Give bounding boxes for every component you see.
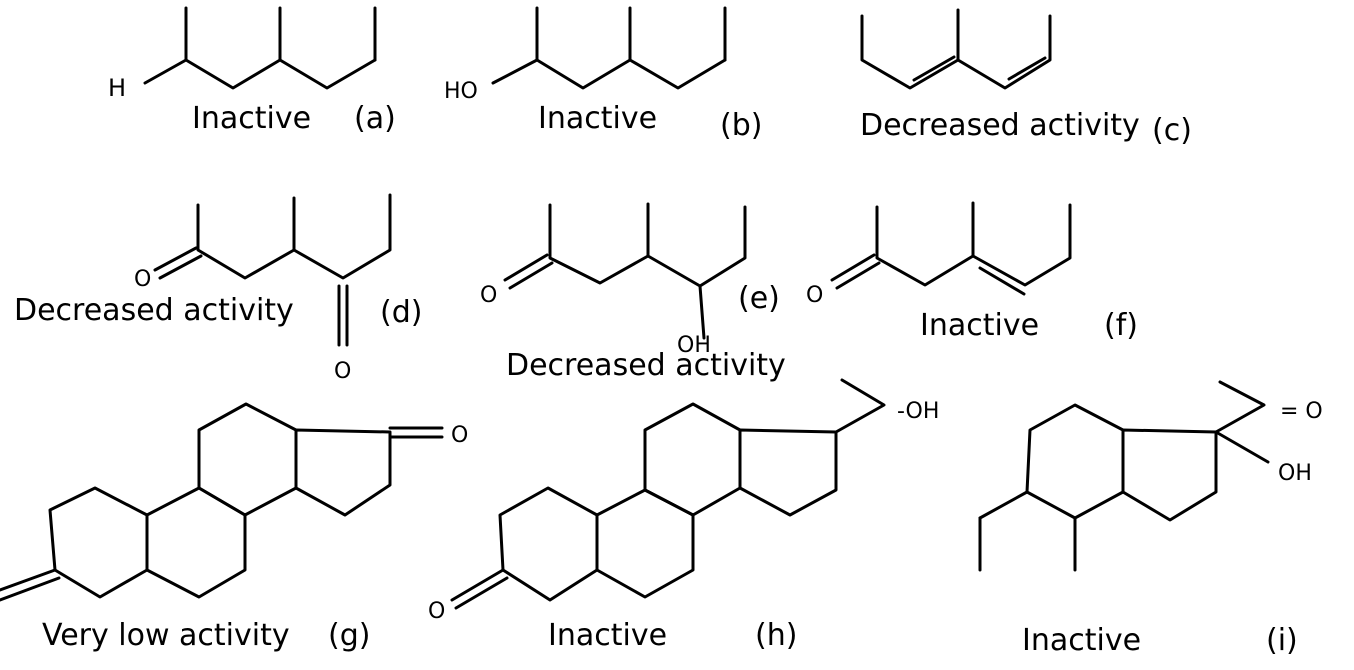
tag-f: (f) [1104, 308, 1138, 343]
double-bond-c1 [912, 55, 956, 82]
carbonyl-h1 [450, 568, 505, 602]
tag-i: (i) [1266, 623, 1298, 658]
ring-i2 [1121, 428, 1218, 522]
ring-h3 [643, 402, 742, 517]
caption-g: Very low activity [42, 618, 290, 653]
structure-c: Decreased activity (c) [860, 8, 1192, 148]
carbonyl-eb [508, 261, 554, 290]
ring-h1 [498, 486, 599, 602]
atom-label-g-o: O [451, 423, 468, 448]
ring-g2 [145, 486, 247, 599]
double-bond-c2 [1007, 56, 1047, 81]
caption-h: Inactive [548, 618, 667, 653]
tag-g: (g) [328, 618, 370, 653]
side-chain-h [834, 378, 886, 434]
double-bond-f [978, 266, 1026, 296]
carbonyl-fa [830, 253, 876, 282]
caption-c: Decreased activity [860, 108, 1140, 143]
ring-g4 [294, 428, 392, 517]
tag-h: (h) [755, 618, 797, 653]
atom-label-d-o1: O [134, 267, 151, 292]
caption-e: Decreased activity [506, 348, 786, 383]
skeleton-c [860, 14, 1052, 90]
caption-i: Inactive [1022, 623, 1141, 658]
tag-c: (c) [1152, 113, 1192, 148]
atom-label-e-o: O [480, 283, 497, 308]
atom-label-a-h: H [108, 74, 126, 102]
atom-label-h-o: O [428, 599, 445, 624]
tag-e: (e) [738, 281, 780, 316]
structure-e: O OH (e) Decreased activity [480, 202, 786, 383]
carbonyl-h2 [454, 576, 509, 610]
caption-b: Inactive [538, 101, 657, 136]
atom-label-i-oh: OH [1278, 461, 1312, 486]
hydroxyl-i [1214, 430, 1270, 464]
exo-double-g2 [0, 576, 61, 602]
carbonyl-d1a [153, 246, 198, 272]
tag-a: (a) [354, 101, 396, 136]
caption-a: Inactive [192, 101, 311, 136]
atom-label-e-oh: OH [677, 333, 711, 358]
structure-g: O Very low activity (g) [0, 402, 468, 653]
ethyl-i1 [978, 490, 1029, 520]
ring-h4 [738, 428, 838, 517]
structure-i: = O OH Inactive (i) [978, 380, 1323, 658]
ring-g3 [197, 402, 298, 517]
hydroxyl-e [698, 284, 706, 340]
structure-h: -OH O Inactive (h) [428, 378, 939, 653]
exo-double-g1 [0, 568, 57, 592]
tag-b: (b) [720, 108, 762, 143]
skeleton-a [143, 58, 377, 90]
carbonyl-ea [503, 253, 549, 282]
side-chain-i [1214, 380, 1266, 434]
skeleton-b [491, 58, 727, 90]
atom-label-f-o: O [806, 283, 823, 308]
carbonyl-d1b [158, 254, 203, 280]
caption-f: Inactive [920, 308, 1039, 343]
atom-label-i-o: = O [1280, 399, 1323, 424]
carbonyl-fb [835, 261, 881, 290]
structure-b: HO Inactive (b) [444, 6, 762, 143]
tag-d: (d) [380, 295, 422, 330]
structure-a: H Inactive (a) [108, 6, 396, 136]
ring-i1 [1025, 403, 1125, 520]
structure-f: O Inactive (f) [806, 201, 1138, 343]
ring-g1 [48, 486, 149, 599]
atom-label-h-oh: -OH [897, 399, 939, 424]
structure-d: O O Decreased activity (d) [14, 193, 422, 384]
caption-d: Decreased activity [14, 293, 294, 328]
atom-label-b-ho: HO [444, 79, 478, 104]
atom-label-d-o2: O [334, 359, 351, 384]
